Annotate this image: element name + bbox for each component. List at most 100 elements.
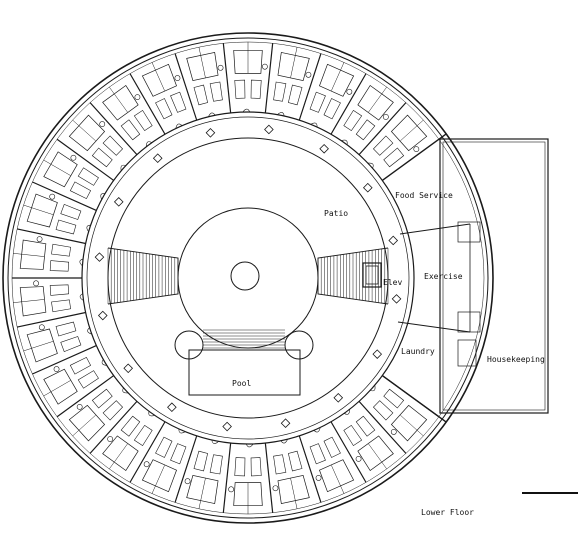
- door-swing: [148, 411, 155, 417]
- bed: [234, 457, 246, 477]
- table: [76, 403, 83, 410]
- door-swing: [280, 439, 288, 444]
- bath-divider: [72, 119, 96, 142]
- bathroom: [233, 50, 263, 74]
- room-wall: [129, 421, 166, 483]
- bed: [288, 450, 303, 472]
- door-swing: [175, 123, 183, 129]
- central-fountain: [230, 261, 260, 291]
- column: [167, 402, 177, 413]
- bed: [60, 203, 82, 220]
- bath-divider: [400, 119, 424, 142]
- bed: [323, 98, 341, 120]
- bed: [60, 336, 82, 353]
- room-wall: [330, 73, 367, 135]
- bath-divider: [13, 253, 45, 257]
- room-wall: [174, 53, 198, 121]
- guest-room: [89, 84, 153, 156]
- patio-label: Patio: [324, 209, 348, 218]
- stair-band: [317, 247, 389, 305]
- table: [390, 429, 397, 435]
- bed: [288, 84, 303, 106]
- column: [94, 252, 105, 262]
- room-wall: [32, 181, 97, 212]
- housekeeping-label: Housekeeping: [487, 355, 545, 364]
- door-swing: [310, 122, 318, 128]
- bed: [209, 81, 223, 102]
- bath-divider: [198, 47, 206, 78]
- bathroom: [68, 114, 106, 152]
- bed: [372, 400, 394, 421]
- table: [184, 478, 191, 485]
- bath-divider: [72, 414, 96, 437]
- food-service-label: Food Service: [395, 191, 453, 200]
- door-swing: [122, 387, 129, 394]
- column: [372, 349, 383, 359]
- table: [382, 114, 389, 120]
- guest-room: [141, 428, 198, 503]
- door-swing: [245, 443, 254, 448]
- room-wall: [330, 421, 367, 483]
- guest-room: [17, 193, 91, 245]
- room-wall: [358, 102, 407, 156]
- column: [205, 127, 216, 138]
- bathroom: [102, 84, 139, 121]
- door-swing: [86, 224, 91, 232]
- bath-divider: [23, 204, 54, 215]
- column: [152, 153, 163, 164]
- door-swing: [79, 258, 84, 267]
- bed: [193, 84, 208, 106]
- exercise-label: Exercise: [424, 272, 463, 281]
- room-wall: [298, 53, 322, 121]
- bed: [309, 443, 326, 465]
- table: [272, 485, 279, 492]
- service-annex: [397, 138, 549, 414]
- table: [174, 75, 181, 81]
- room-wall: [298, 435, 322, 503]
- bed: [273, 81, 287, 102]
- bath-divider: [290, 478, 298, 509]
- bed: [55, 219, 77, 235]
- pool: [174, 329, 314, 396]
- bath-divider: [331, 62, 345, 91]
- bathroom: [277, 52, 310, 81]
- floor-title: Lower Floor: [421, 508, 474, 517]
- column: [222, 421, 232, 432]
- bed: [170, 91, 187, 113]
- bathroom: [319, 63, 355, 97]
- annex-wall: [381, 375, 447, 423]
- bath-divider: [13, 299, 45, 303]
- room-wall: [174, 435, 198, 503]
- bathroom: [357, 84, 394, 121]
- door-swing: [211, 439, 219, 444]
- door-swing: [370, 385, 376, 392]
- table: [134, 94, 141, 101]
- bathroom: [102, 435, 139, 472]
- bath-divider: [290, 47, 298, 78]
- elevator: [362, 262, 382, 288]
- bed: [234, 79, 246, 99]
- elevator-label: Elev: [383, 278, 402, 287]
- door-swing: [178, 428, 186, 434]
- table: [38, 324, 45, 331]
- table: [107, 436, 114, 442]
- room-wall: [89, 102, 138, 156]
- column: [362, 182, 373, 193]
- table: [355, 455, 362, 462]
- pool-steps: [203, 329, 285, 349]
- column: [97, 310, 108, 321]
- column: [113, 197, 124, 207]
- guest-room: [309, 421, 367, 493]
- guest-room: [32, 151, 106, 212]
- guest-room-ring: [12, 42, 447, 514]
- laundry-label: Laundry: [401, 347, 435, 356]
- bed: [77, 370, 99, 389]
- column: [264, 124, 274, 135]
- bathroom: [26, 193, 58, 228]
- bed: [343, 109, 363, 132]
- bed: [273, 454, 287, 475]
- table: [305, 71, 312, 78]
- bed: [102, 135, 124, 156]
- bathroom: [68, 404, 106, 442]
- table: [413, 146, 420, 153]
